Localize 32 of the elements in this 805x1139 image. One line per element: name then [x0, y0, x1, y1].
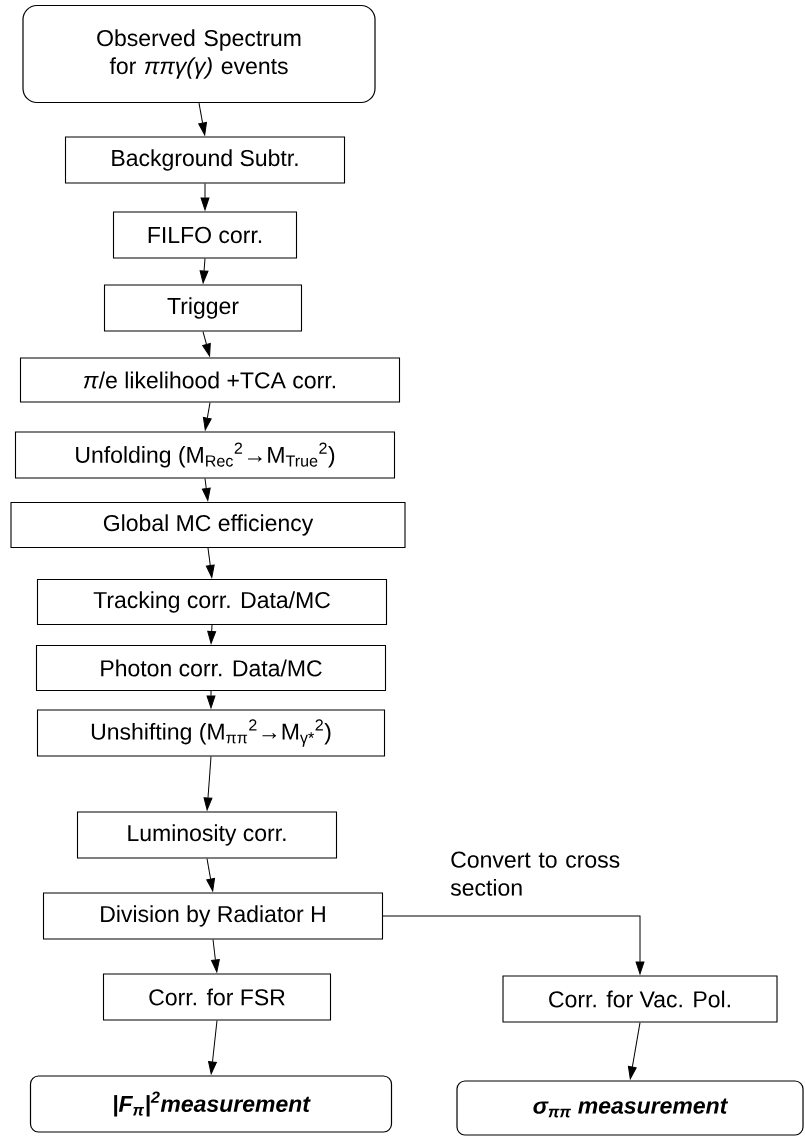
process-box: Photon corr. Data/MC	[35, 644, 387, 692]
edge-label: Convert to cross section	[450, 851, 620, 896]
process-box: Division by Radiator H	[42, 892, 384, 940]
arrow	[206, 858, 216, 892]
process-box: π/e likelihood +TCA corr.	[19, 357, 401, 403]
arrow	[200, 183, 210, 211]
arrow	[208, 1020, 218, 1075]
arrow	[627, 1022, 641, 1080]
arrow	[199, 258, 209, 284]
process-box: Tracking corr. Data/MC	[36, 578, 388, 626]
arrow	[202, 402, 212, 431]
result-box: σ$_{ππ}$ measurement	[456, 1080, 804, 1136]
arrow	[203, 756, 213, 811]
process-box: Trigger	[103, 284, 303, 332]
arrow	[211, 939, 220, 973]
process-box: Luminosity corr.	[76, 811, 338, 859]
rounded-box: Observed Spectrum for ππγ(γ) events	[22, 4, 376, 104]
result-box: |F$_{π}$|$^{2}$measurement	[29, 1075, 393, 1133]
process-box: FILFO corr.	[112, 211, 298, 259]
arrow	[198, 102, 207, 136]
arrow	[207, 624, 217, 644]
arrow	[201, 478, 211, 501]
process-box: Global MC efficiency	[10, 501, 406, 549]
process-box: Background Subtr.	[64, 136, 346, 184]
arrow	[202, 331, 211, 357]
process-box: Unshifting (M$_{ππ}$$^{2}$→M$_{γ*}$$^{2}$)	[36, 709, 386, 757]
arrow	[206, 690, 216, 709]
process-box: Corr. for Vac. Pol.	[502, 975, 778, 1023]
process-box: Unfolding (M$_{Rec}$$^{2}$→M$_{True}$$^{2}$)	[14, 431, 396, 479]
arrow	[205, 547, 215, 578]
process-box: Corr. for FSR	[102, 973, 332, 1021]
arrow	[382, 915, 645, 975]
